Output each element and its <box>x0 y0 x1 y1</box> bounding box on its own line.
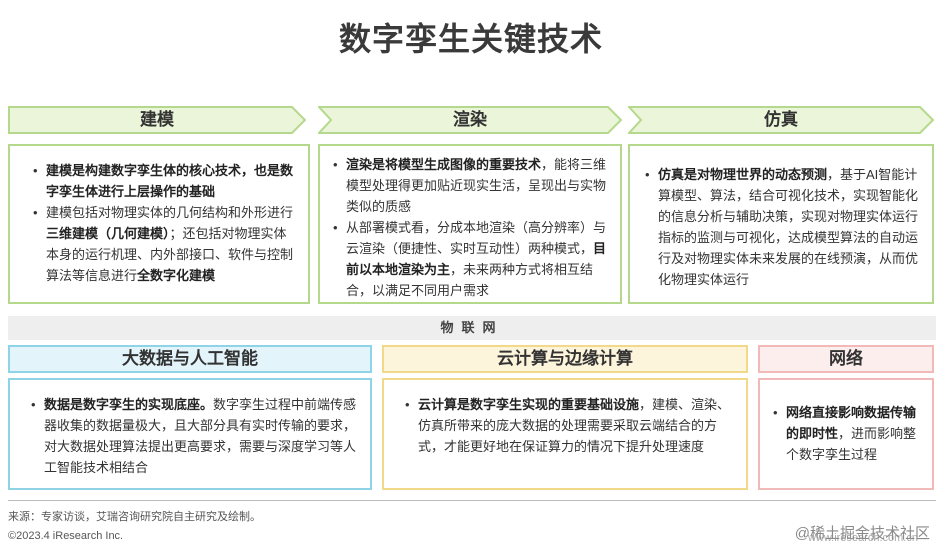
watermark-url: www.iresearch.com.cn <box>807 532 918 544</box>
bullet-text: 从部署模式看，分成本地渲染（高分辨率）与云渲染（便捷性、实时互动性）两种模式， <box>346 220 607 256</box>
bullet-item: 仿真是对物理世界的动态预测，基于AI智能计算模型、算法，结合可视化技术，实现智能… <box>644 164 922 290</box>
modeling-box: 建模是构建数字孪生体的核心技术，也是数字孪生体进行上层操作的基础建模包括对物理实… <box>8 144 310 304</box>
bullet-text: ，建模、渲染、仿真所带来的庞大数据的处理需要采取云端结合的方式，才能更好地在保证… <box>418 397 731 454</box>
cloud-box: 云计算是数字孪生实现的重要基础设施，建模、渲染、仿真所带来的庞大数据的处理需要采… <box>382 378 748 490</box>
bullet-item: 建模包括对物理实体的几何结构和外形进行三维建模（几何建模）；还包括对物理实体本身… <box>32 202 298 286</box>
rendering-header: 渲染 <box>318 106 622 134</box>
bullet-text-bold: 三维建模（几何建模） <box>46 226 170 241</box>
bullet-text-bold: 渲染是将模型生成图像的重要技术 <box>346 157 542 172</box>
modeling-header-label: 建模 <box>140 110 174 129</box>
bullet-text-bold: 数据是数字孪生的实现底座。 <box>44 397 214 412</box>
rendering-box: 渲染是将模型生成图像的重要技术，能将三维模型处理得更加贴近现实生活，呈现出与实物… <box>318 144 622 304</box>
bullet-item: 数据是数字孪生的实现底座。数字孪生过程中前端传感器收集的数据量极大，且大部分具有… <box>30 394 360 478</box>
bullet-text-bold: 仿真是对物理世界的动态预测 <box>658 167 828 182</box>
chevron-shape <box>628 106 934 134</box>
bigdata-bullets: 数据是数字孪生的实现底座。数字孪生过程中前端传感器收集的数据量极大，且大部分具有… <box>30 394 360 478</box>
bullet-item: 渲染是将模型生成图像的重要技术，能将三维模型处理得更加贴近现实生活，呈现出与实物… <box>332 154 610 217</box>
bullet-text: ，未来两种方式将相互结合，以满足不同用户需求 <box>346 262 594 298</box>
bigdata-box: 数据是数字孪生的实现底座。数字孪生过程中前端传感器收集的数据量极大，且大部分具有… <box>8 378 372 490</box>
simulation-header-label: 仿真 <box>764 110 798 129</box>
iot-band: 物联网 <box>8 316 936 340</box>
network-bullets: 网络直接影响数据传输的即时性，进而影响整个数字孪生过程 <box>772 402 924 465</box>
simulation-bullets: 仿真是对物理世界的动态预测，基于AI智能计算模型、算法，结合可视化技术，实现智能… <box>644 164 922 290</box>
watermark: @稀土掘金技术社区 <box>794 525 930 542</box>
bullet-item: 网络直接影响数据传输的即时性，进而影响整个数字孪生过程 <box>772 402 924 465</box>
bullet-text-bold: 全数字化建模 <box>137 268 216 283</box>
chevron-shape <box>8 106 306 134</box>
bigdata-header: 大数据与人工智能 <box>8 345 372 373</box>
bullet-text: 建模包括对物理实体的几何结构和外形进行 <box>46 205 294 220</box>
network-header: 网络 <box>758 345 934 373</box>
bullet-text: ；还包括对物理实体本身的运行机理、内外部接口、软件与控制算法等信息进行 <box>46 226 294 283</box>
bullet-text-bold: 目前以本地渲染为主 <box>346 241 607 277</box>
modeling-header: 建模 <box>8 106 306 134</box>
footer-divider <box>8 500 936 501</box>
bullet-text-bold: 网络直接影响数据传输的即时性 <box>786 405 917 441</box>
simulation-header: 仿真 <box>628 106 934 134</box>
cloud-bullets: 云计算是数字孪生实现的重要基础设施，建模、渲染、仿真所带来的庞大数据的处理需要采… <box>404 394 736 457</box>
bullet-text: ，进而影响整个数字孪生过程 <box>786 426 917 462</box>
bullet-text-bold: 建模是构建数字孪生体的核心技术，也是数字孪生体进行上层操作的基础 <box>46 163 294 199</box>
source-note: 来源：专家访谈，艾瑞咨询研究院自主研究及绘制。 <box>8 511 261 523</box>
network-box: 网络直接影响数据传输的即时性，进而影响整个数字孪生过程 <box>758 378 934 490</box>
chevron-shape <box>318 106 622 134</box>
modeling-bullets: 建模是构建数字孪生体的核心技术，也是数字孪生体进行上层操作的基础建模包括对物理实… <box>32 160 298 286</box>
bullet-text: ，能将三维模型处理得更加贴近现实生活，呈现出与实物类似的质感 <box>346 157 607 214</box>
cloud-header: 云计算与边缘计算 <box>382 345 748 373</box>
bullet-text: 数字孪生过程中前端传感器收集的数据量极大，且大部分具有实时传输的要求，对大数据处… <box>44 397 357 475</box>
copyright: ©2023.4 iResearch Inc. <box>8 530 124 542</box>
rendering-header-label: 渲染 <box>453 110 487 129</box>
bullet-item: 从部署模式看，分成本地渲染（高分辨率）与云渲染（便捷性、实时互动性）两种模式，目… <box>332 217 610 301</box>
bullet-text-bold: 云计算是数字孪生实现的重要基础设施 <box>418 397 640 412</box>
bullet-text: ，基于AI智能计算模型、算法，结合可视化技术，实现智能化的信息分析与辅助决策，实… <box>658 167 919 287</box>
rendering-bullets: 渲染是将模型生成图像的重要技术，能将三维模型处理得更加贴近现实生活，呈现出与实物… <box>332 154 610 301</box>
bullet-item: 云计算是数字孪生实现的重要基础设施，建模、渲染、仿真所带来的庞大数据的处理需要采… <box>404 394 736 457</box>
bullet-item: 建模是构建数字孪生体的核心技术，也是数字孪生体进行上层操作的基础 <box>32 160 298 202</box>
simulation-box: 仿真是对物理世界的动态预测，基于AI智能计算模型、算法，结合可视化技术，实现智能… <box>628 144 934 304</box>
page-title: 数字孪生关键技术 <box>338 21 603 57</box>
